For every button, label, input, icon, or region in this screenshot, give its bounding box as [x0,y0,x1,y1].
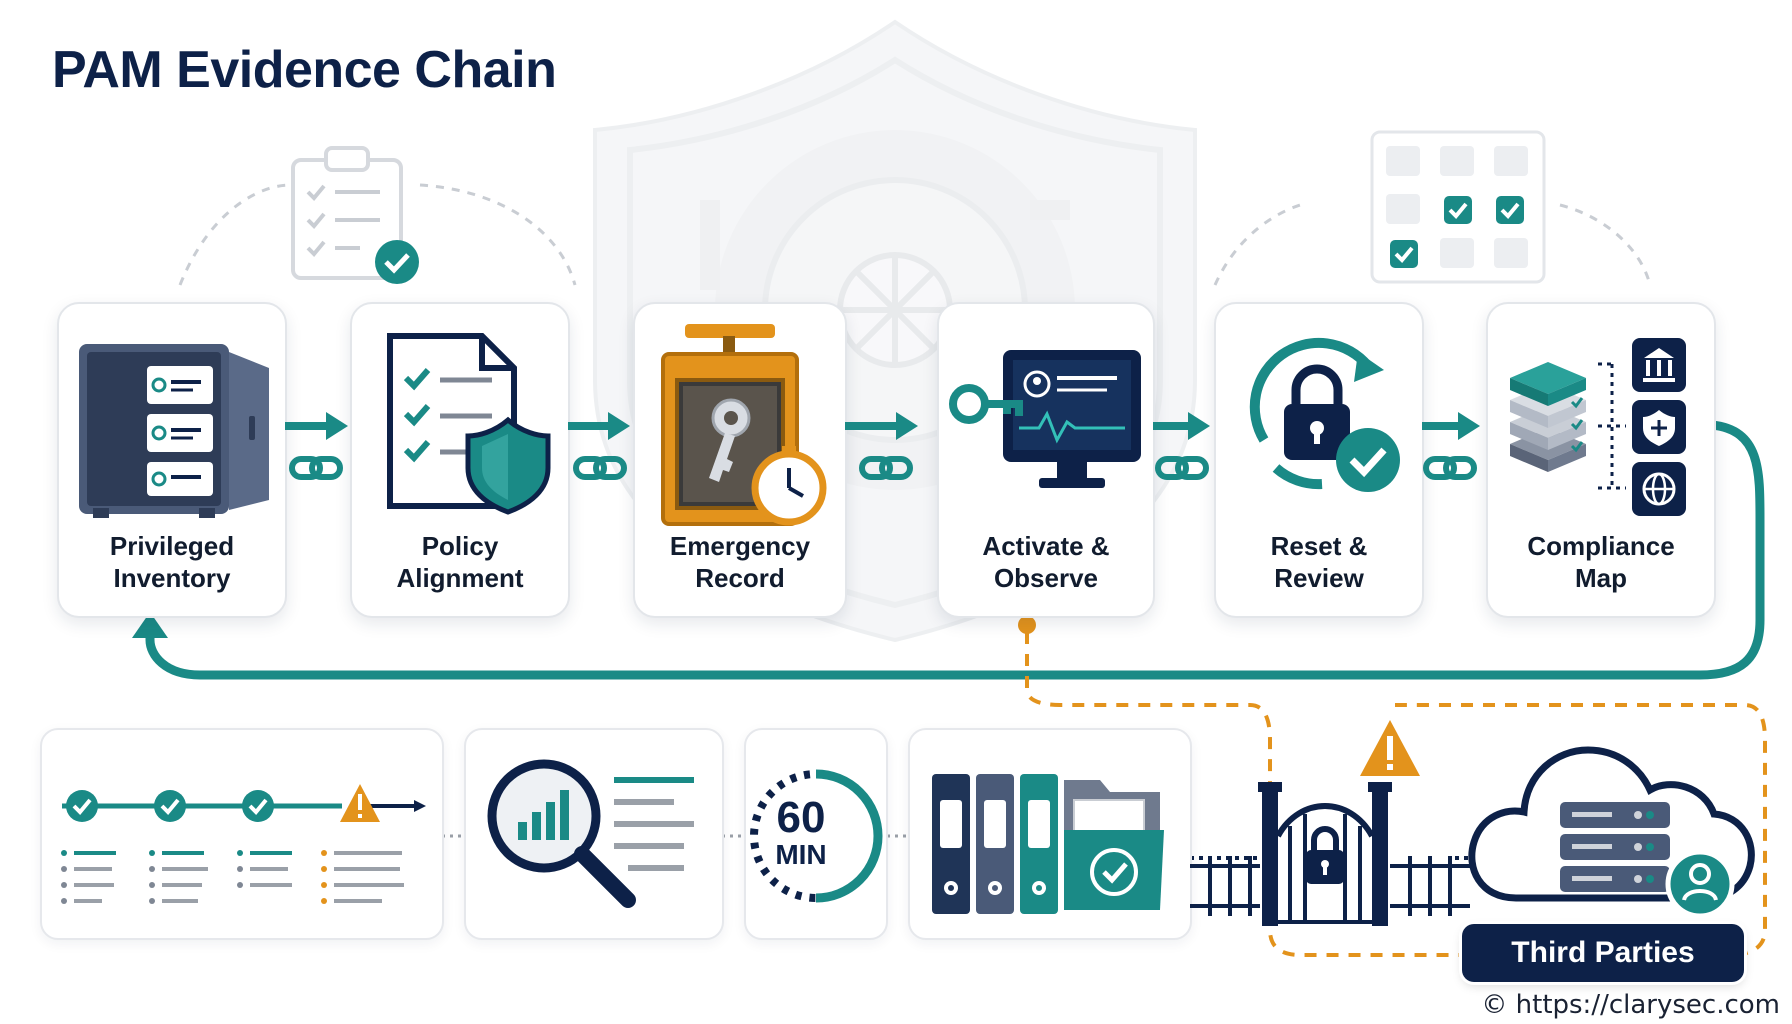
step-card-policy-alignment[interactable]: Policy Alignment [350,302,570,618]
timeline-card[interactable] [40,728,444,940]
page-title: PAM Evidence Chain [52,41,557,99]
analysis-card[interactable] [464,728,724,940]
step-label: Reset & Review [1270,531,1368,593]
third-parties-badge: Third Parties [1462,924,1744,982]
binders-folder-icon [932,774,1164,914]
compliance-stack-icon [1510,338,1686,516]
step-card-privileged-inventory[interactable]: Privileged Inventory [57,302,287,618]
timer-unit: MIN [775,839,827,870]
evidence-binders-card[interactable] [908,728,1192,940]
calendar-grid-icon [1370,130,1546,284]
step-label: Privileged Inventory [109,531,235,593]
step-card-reset-review[interactable]: Reset & Review [1214,302,1424,618]
timer-readout: 60 MIN [736,796,866,870]
step-label: Compliance Map [1527,531,1675,593]
step-card-compliance-map[interactable]: Compliance Map [1486,302,1716,618]
server-safe-icon [79,344,269,518]
timer-icon [750,769,883,903]
cloud-servers-icon [1468,746,1755,919]
third-party-path [1025,632,1767,957]
policy-document-icon [387,333,551,515]
step-label: Policy Alignment [396,531,524,593]
gate-lock-icon [1190,720,1470,926]
timer-card[interactable] [744,728,888,940]
magnifier-chart-icon [487,759,694,908]
step-label: Activate & Observe [982,531,1110,593]
clipboard-check-icon [291,146,419,284]
reset-lock-icon [1249,337,1400,492]
warning-icon [1360,720,1420,776]
emergency-key-box-icon [661,324,827,526]
step-card-activate-observe[interactable]: Activate & Observe [937,302,1155,618]
connector-dot [1018,616,1036,634]
return-arrowhead-icon [132,612,168,638]
step-label: Emergency Record [669,531,811,593]
copyright-text: © https://clarysec.com [1481,990,1780,1020]
return-loop-arrow [145,420,1765,680]
timer-value: 60 [776,793,826,842]
monitor-key-icon [949,350,1141,488]
step-card-emergency-record[interactable]: Emergency Record [633,302,847,618]
timeline-checklist-icon [61,784,426,904]
